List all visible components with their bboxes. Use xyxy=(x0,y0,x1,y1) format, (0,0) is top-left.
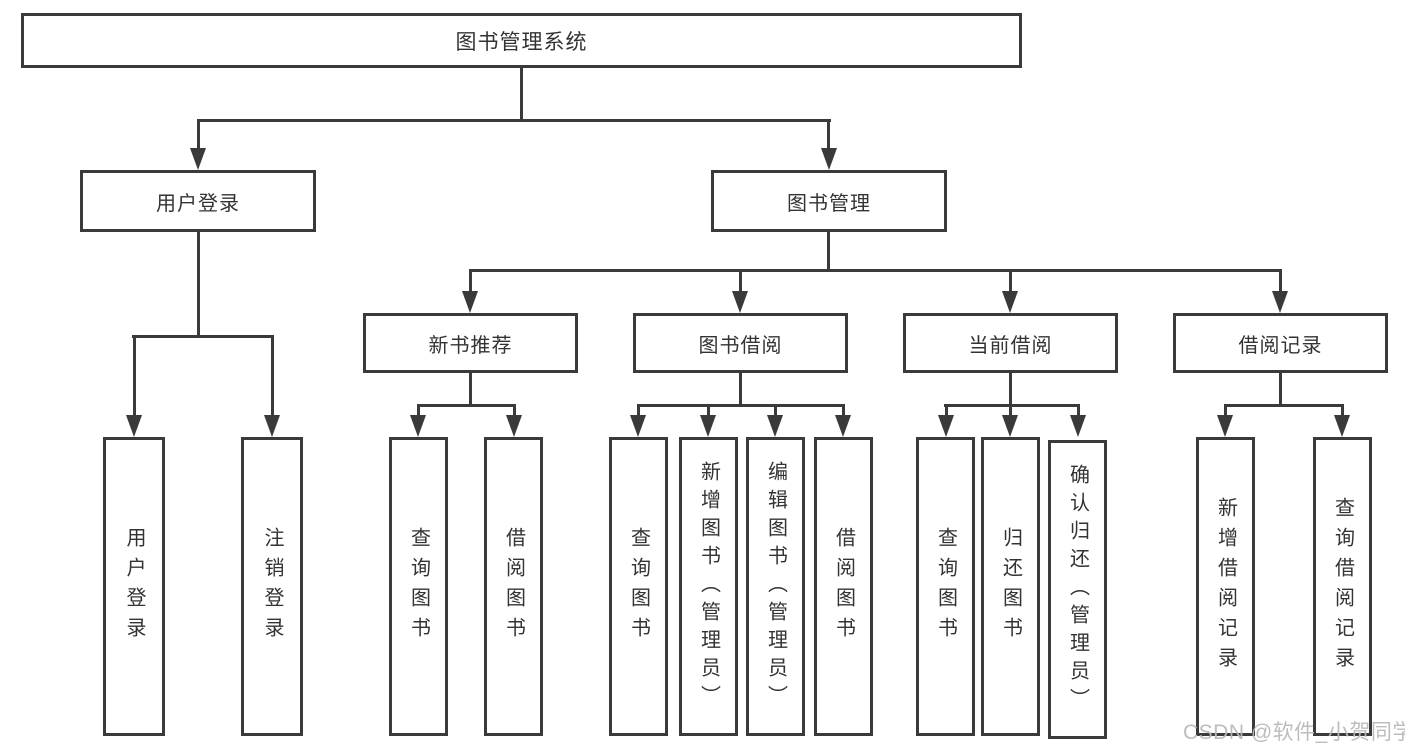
connector-vline xyxy=(827,232,830,272)
node-label: 查询图书 xyxy=(934,526,957,647)
arrow-down-icon xyxy=(821,148,837,170)
connector-vline xyxy=(417,404,420,418)
leaf-query-books: 查询图书 xyxy=(389,437,448,736)
arrow-down-icon xyxy=(835,415,851,437)
node-label: 借阅记录 xyxy=(1238,334,1323,357)
connector-hline xyxy=(197,119,831,122)
node-label: 用户登录 xyxy=(123,526,145,647)
node-label: 图书借阅 xyxy=(698,334,783,357)
leaf-query-borrow-record: 查询借阅记录 xyxy=(1313,437,1372,736)
node-label: 查询图书 xyxy=(407,526,430,647)
connector-vline xyxy=(707,404,710,418)
connector-hline xyxy=(469,269,1282,272)
arrow-down-icon xyxy=(1002,291,1018,313)
node-label: 借阅图书 xyxy=(832,526,855,647)
leaf-query-books: 查询图书 xyxy=(916,437,975,736)
connector-vline xyxy=(774,404,777,418)
arrow-down-icon xyxy=(506,415,522,437)
leaf-user-login: 用户登录 xyxy=(103,437,165,736)
leaf-confirm-return-admin: 确认归还（管理员） xyxy=(1048,440,1107,739)
leaf-query-books: 查询图书 xyxy=(609,437,668,736)
connector-vline xyxy=(739,373,742,407)
connector-vline xyxy=(133,335,136,420)
node-label: 图书管理系统 xyxy=(455,30,588,54)
node-label: 归还图书 xyxy=(999,526,1022,647)
connector-vline xyxy=(842,404,845,418)
arrow-down-icon xyxy=(700,415,716,437)
node-label: 新增借阅记录 xyxy=(1214,496,1237,677)
node-label: 确认归还（管理员） xyxy=(1066,463,1089,716)
leaf-logout: 注销登录 xyxy=(241,437,303,736)
leaf-edit-books-admin: 编辑图书（管理员） xyxy=(746,437,805,736)
connector-vline xyxy=(1077,404,1080,418)
node-label: 当前借阅 xyxy=(968,334,1053,357)
connector-vline xyxy=(197,232,200,338)
arrow-down-icon xyxy=(190,148,206,170)
connector-hline xyxy=(132,335,274,338)
arrow-down-icon xyxy=(1334,415,1350,437)
connector-vline xyxy=(1009,373,1012,407)
node-label: 图书管理 xyxy=(787,192,871,215)
connector-vline xyxy=(271,335,274,420)
arrow-down-icon xyxy=(767,415,783,437)
connector-vline xyxy=(520,68,523,121)
connector-vline xyxy=(1009,269,1012,297)
leaf-borrow-books: 借阅图书 xyxy=(484,437,543,736)
arrow-down-icon xyxy=(732,291,748,313)
arrow-down-icon xyxy=(1070,415,1086,437)
arrow-down-icon xyxy=(126,415,142,437)
leaf-add-books-admin: 新增图书（管理员） xyxy=(679,437,738,736)
arrow-down-icon xyxy=(938,415,954,437)
connector-vline xyxy=(945,404,948,418)
connector-vline xyxy=(513,404,516,418)
connector-vline xyxy=(1279,269,1282,297)
leaf-return-books: 归还图书 xyxy=(981,437,1040,736)
leaf-add-borrow-record: 新增借阅记录 xyxy=(1196,437,1255,736)
arrow-down-icon xyxy=(1002,415,1018,437)
arrow-down-icon xyxy=(264,415,280,437)
connector-hline xyxy=(417,404,516,407)
arrow-down-icon xyxy=(1272,291,1288,313)
node-label: 查询图书 xyxy=(627,526,650,647)
connector-hline xyxy=(944,404,1080,407)
arrow-down-icon xyxy=(1217,415,1233,437)
node-book-borrowing: 图书借阅 xyxy=(633,313,848,373)
leaf-borrow-books: 借阅图书 xyxy=(814,437,873,736)
connector-vline xyxy=(1009,404,1012,418)
node-label: 查询借阅记录 xyxy=(1331,496,1354,677)
arrow-down-icon xyxy=(462,291,478,313)
connector-vline xyxy=(637,404,640,418)
connector-vline xyxy=(1279,373,1282,407)
connector-vline xyxy=(197,119,200,151)
connector-vline xyxy=(739,269,742,297)
node-label: 借阅图书 xyxy=(502,526,525,647)
node-user-login: 用户登录 xyxy=(80,170,316,232)
node-library-management-system: 图书管理系统 xyxy=(21,13,1022,68)
connector-vline xyxy=(827,119,830,151)
connector-vline xyxy=(1224,404,1227,418)
connector-hline xyxy=(637,404,845,407)
node-current-borrowing: 当前借阅 xyxy=(903,313,1118,373)
node-book-management: 图书管理 xyxy=(711,170,947,232)
arrow-down-icon xyxy=(410,415,426,437)
node-new-book-recommendation: 新书推荐 xyxy=(363,313,578,373)
csdn-watermark: CSDN @软件_小贺同学 xyxy=(1183,721,1405,744)
node-label: 注销登录 xyxy=(261,526,283,647)
node-borrowing-records: 借阅记录 xyxy=(1173,313,1388,373)
node-label: 用户登录 xyxy=(156,192,240,215)
node-label: 新增图书（管理员） xyxy=(697,460,720,713)
connector-hline xyxy=(1224,404,1344,407)
arrow-down-icon xyxy=(630,415,646,437)
node-label: 新书推荐 xyxy=(428,334,513,357)
connector-vline xyxy=(1341,404,1344,418)
connector-vline xyxy=(469,373,472,407)
node-label: 编辑图书（管理员） xyxy=(764,460,787,713)
connector-vline xyxy=(469,269,472,297)
